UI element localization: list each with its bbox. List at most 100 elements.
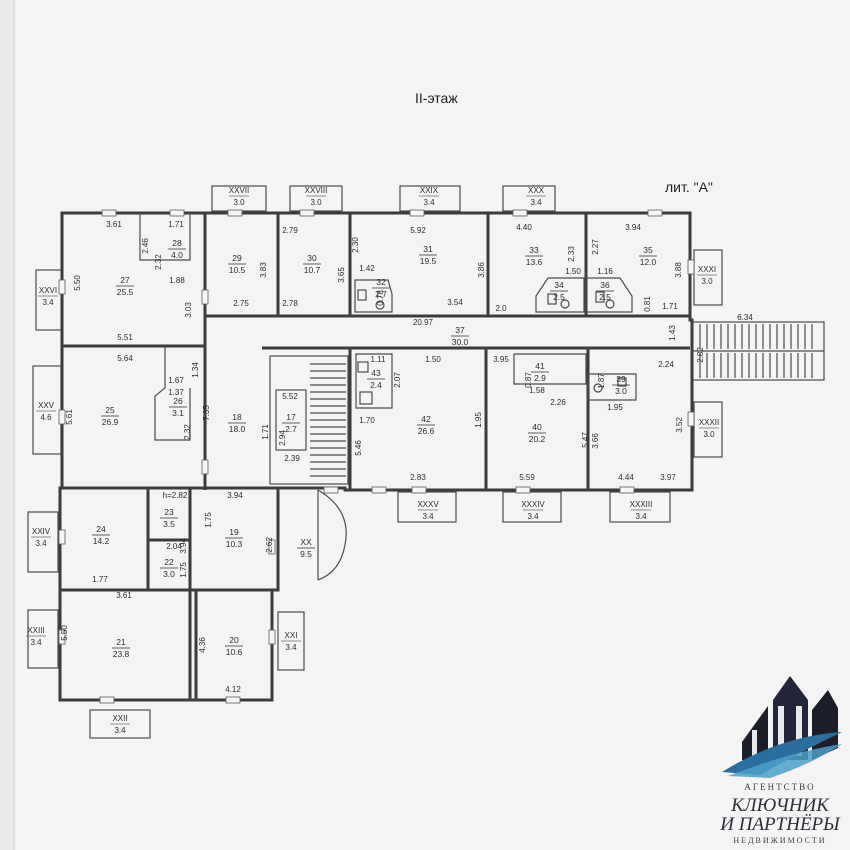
- dimension-label: 6.34: [737, 313, 753, 322]
- dimension-label: 0.78: [376, 290, 385, 306]
- balcony-number: XXXII: [699, 418, 719, 427]
- balcony-area: 4.6: [40, 413, 52, 422]
- dimension-label: 3.88: [674, 262, 683, 278]
- balcony-xxxiii: [609, 491, 671, 523]
- dimension-label: 1.75: [179, 562, 188, 578]
- room-number: 31: [423, 244, 433, 254]
- balcony-xxxiv: [502, 491, 562, 523]
- room-label: 322.7: [372, 277, 390, 299]
- room-area: 2.9: [534, 373, 546, 383]
- room-number: 18: [232, 412, 242, 422]
- room-label: 223.0: [160, 557, 178, 579]
- watermark-line3: И ПАРТНЁРЫ: [719, 814, 841, 835]
- room-number: 27: [120, 275, 130, 285]
- room-label: 233.5: [160, 507, 178, 529]
- room-number: 26: [173, 396, 183, 406]
- room-number: 40: [532, 422, 542, 432]
- balcony-area: 3.0: [701, 277, 713, 286]
- balcony-xxix: [399, 185, 461, 212]
- dimension-label: 2.07: [393, 372, 402, 388]
- room-area: 14.2: [93, 536, 110, 546]
- watermark-line1: АГЕНТСТВО: [744, 782, 815, 792]
- dimension-label: 7.35: [202, 405, 211, 421]
- balcony-xxi: [277, 611, 305, 671]
- balcony-area: 3.4: [30, 638, 42, 647]
- watermark-line2: КЛЮЧНИК: [730, 795, 830, 816]
- dimension-label: 1.50: [425, 355, 441, 364]
- room-area: 19.5: [420, 256, 437, 266]
- balcony-number: XXV: [38, 401, 55, 410]
- room-area: 2.5: [599, 292, 611, 302]
- dimension-label: 2.32: [154, 254, 163, 270]
- room-label: 284.0: [168, 238, 186, 260]
- balcony-xxviii: [289, 185, 343, 212]
- dimension-label: 2.46: [141, 238, 150, 254]
- room-number: 30: [307, 253, 317, 263]
- dimension-label: 2.94: [278, 430, 287, 446]
- balcony-xxiii: [27, 609, 59, 669]
- windows: [58, 209, 695, 704]
- room-number: XX: [300, 537, 312, 547]
- room-area: 4.0: [171, 250, 183, 260]
- room-area: 10.3: [226, 539, 243, 549]
- dimension-label: 3.94: [227, 491, 243, 500]
- balcony-number: XXI: [285, 631, 298, 640]
- room-area: 25.5: [117, 287, 134, 297]
- room-area: 9.5: [300, 549, 312, 559]
- balcony-area: 3.4: [114, 726, 126, 735]
- dimension-label: 5.50: [73, 275, 82, 291]
- dimension-label: 3.94: [625, 223, 641, 232]
- dimension-label: 5.47: [581, 432, 590, 448]
- room-area: 10.5: [229, 265, 246, 275]
- room-area: 12.0: [640, 257, 657, 267]
- room-number: 43: [371, 368, 381, 378]
- dimension-label: 1.50: [565, 267, 581, 276]
- balcony-number: XXX: [528, 186, 545, 195]
- dimension-label: 2.79: [282, 226, 298, 235]
- dimension-label: 3.03: [184, 302, 193, 318]
- dimension-label: 1.71: [662, 302, 678, 311]
- dimension-label: 3.97: [660, 473, 676, 482]
- room-number: 23: [164, 507, 174, 517]
- room-number: 36: [600, 280, 610, 290]
- balcony-area: 3.4: [635, 512, 647, 521]
- room-label: 263.1: [169, 396, 187, 418]
- room-number: 25: [105, 405, 115, 415]
- dimension-label: 1.77: [92, 575, 108, 584]
- balcony-xxxii: [693, 401, 723, 458]
- room-area: 2.4: [370, 380, 382, 390]
- balcony-xxii: [89, 709, 151, 739]
- dimension-label: 2.33: [567, 246, 576, 262]
- dimension-label: 2.04: [166, 542, 182, 551]
- balcony-xxiv: [27, 511, 59, 573]
- dimension-label: 3.54: [447, 298, 463, 307]
- dimension-label: 1.87: [597, 373, 606, 389]
- room-number: 37: [455, 325, 465, 335]
- dimension-label: 5.51: [117, 333, 133, 342]
- room-area: 10.6: [226, 647, 243, 657]
- balconies: [27, 185, 723, 739]
- balcony-number: XXXV: [417, 500, 439, 509]
- dimension-label: 1.70: [359, 416, 375, 425]
- room-area: 3.0: [163, 569, 175, 579]
- room-number: 42: [421, 414, 431, 424]
- dimension-label: 1.37: [168, 388, 184, 397]
- dimension-label: 2.0: [495, 304, 507, 313]
- agency-watermark: АГЕНТСТВО КЛЮЧНИК И ПАРТНЁРЫ НЕДВИЖИМОСТ…: [719, 676, 842, 845]
- dimension-label: 2.27: [591, 239, 600, 255]
- fixtures: [357, 289, 627, 405]
- dimension-label: 2.30: [351, 237, 360, 253]
- dimension-label: 3.61: [116, 591, 132, 600]
- dimension-label: 2.32: [183, 424, 192, 440]
